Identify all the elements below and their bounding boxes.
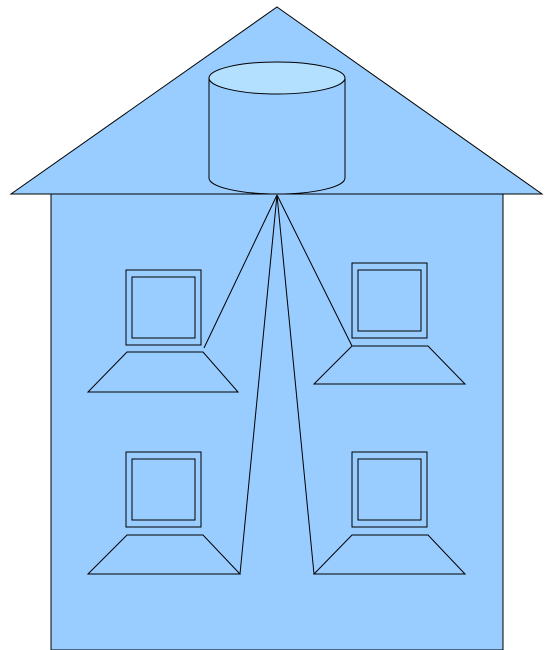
database-cylinder-icon	[209, 62, 345, 194]
database-top	[209, 62, 345, 94]
house-wall	[51, 194, 503, 650]
